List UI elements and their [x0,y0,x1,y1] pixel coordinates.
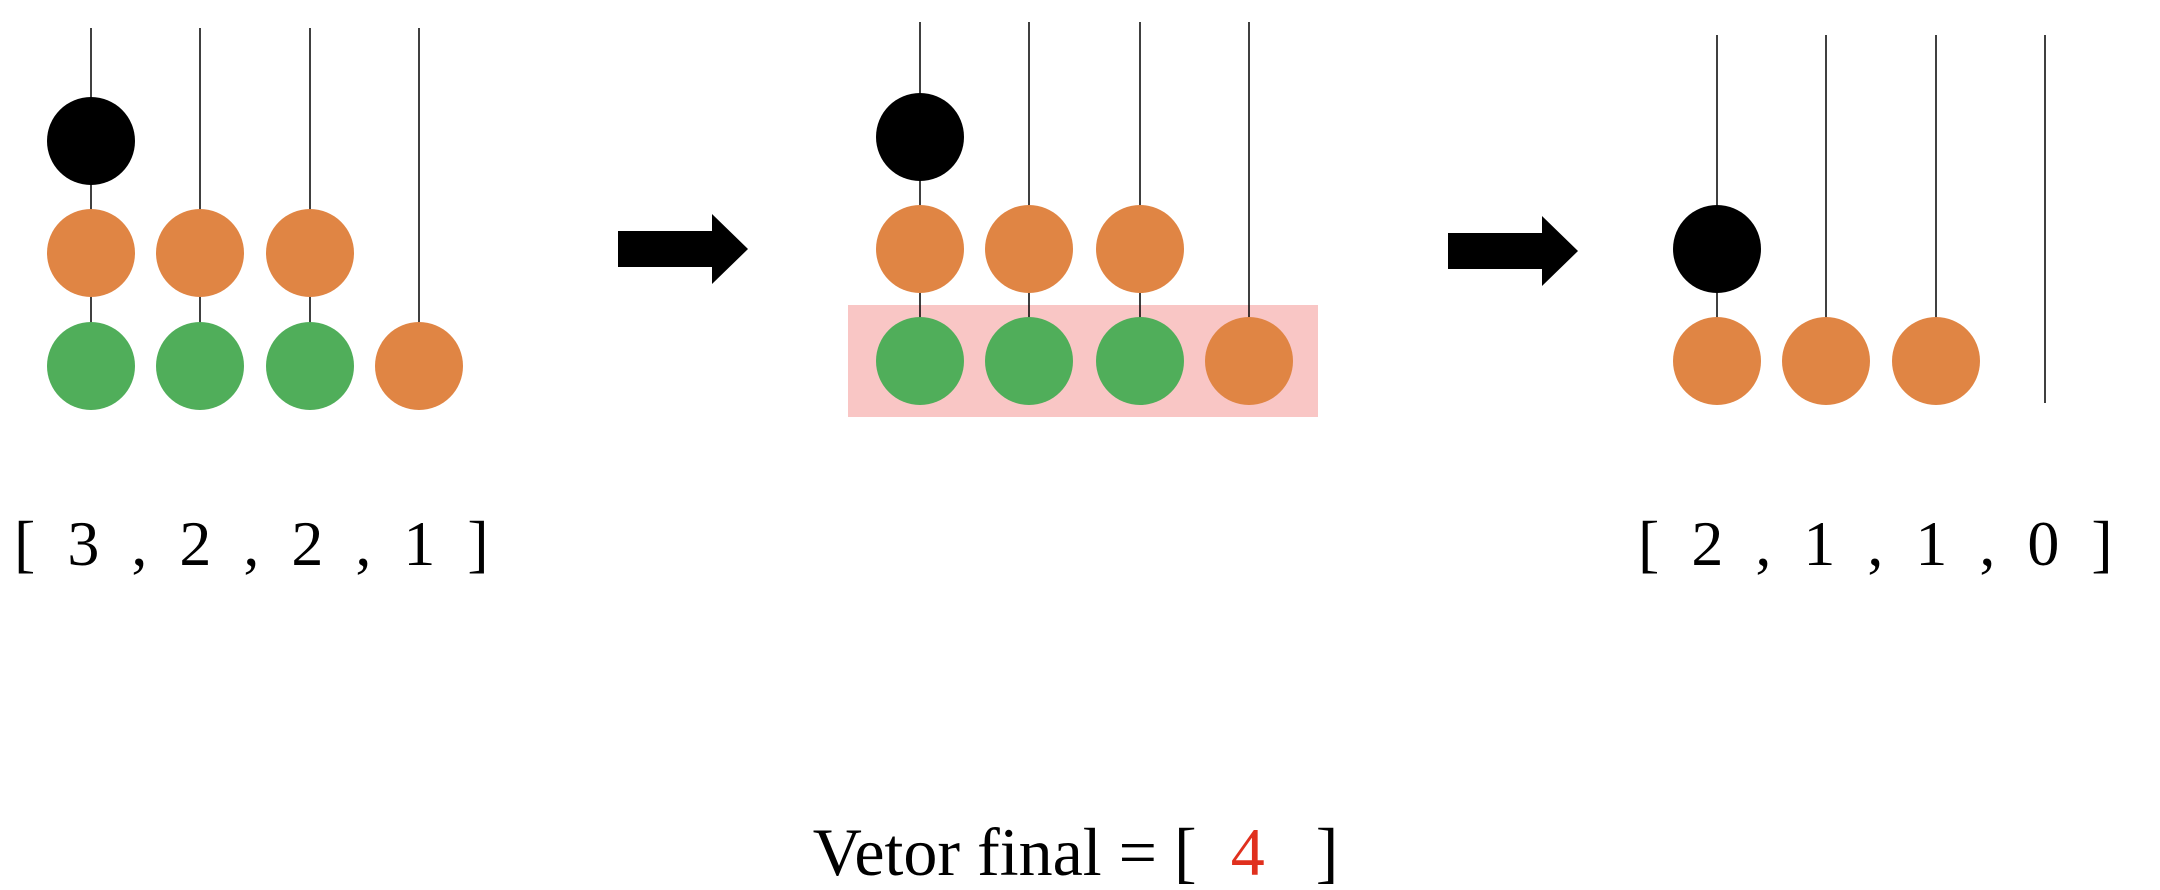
bead-green-stage1-col1-row1 [47,322,135,410]
bead-orange-stage1-col1-row2 [47,209,135,297]
right-arrow-1 [618,214,748,284]
bead-orange-stage2-col2-row2 [985,205,1073,293]
bead-orange-stage1-col3-row2 [266,209,354,297]
bead-green-stage2-col3-row1 [1096,317,1184,405]
bead-orange-stage3-col3-row1 [1892,317,1980,405]
bead-orange-stage3-col1-row1 [1673,317,1761,405]
final-vector: Vetor final = [ 4 ] [780,750,1339,886]
vector-result: [ 2 , 1 , 1 , 0 ] [1638,508,2113,579]
beads [47,93,1980,410]
bead-green-stage1-col3-row1 [266,322,354,410]
bead-orange-stage1-col2-row2 [156,209,244,297]
bead-green-stage1-col2-row1 [156,322,244,410]
vector-initial: [ 3 , 2 , 2 , 1 ] [14,508,489,579]
final-vector-prefix: Vetor final = [ [812,814,1231,890]
right-arrow-2 [1448,216,1578,286]
bead-orange-stage3-col2-row1 [1782,317,1870,405]
bead-orange-stage1-col4-row1 [375,322,463,410]
final-vector-value: 4 [1230,814,1265,890]
bead-black-stage3-col1-row2 [1673,205,1761,293]
final-vector-suffix: ] [1264,814,1339,890]
bead-orange-stage2-col3-row2 [1096,205,1184,293]
bead-green-stage2-col1-row1 [876,317,964,405]
bead-orange-stage2-col4-row1 [1205,317,1293,405]
bead-sort-diagram [47,22,2046,417]
bead-orange-stage2-col1-row2 [876,205,964,293]
bead-black-stage2-col1-row3 [876,93,964,181]
bead-green-stage2-col2-row1 [985,317,1073,405]
bead-black-stage1-col1-row3 [47,97,135,185]
